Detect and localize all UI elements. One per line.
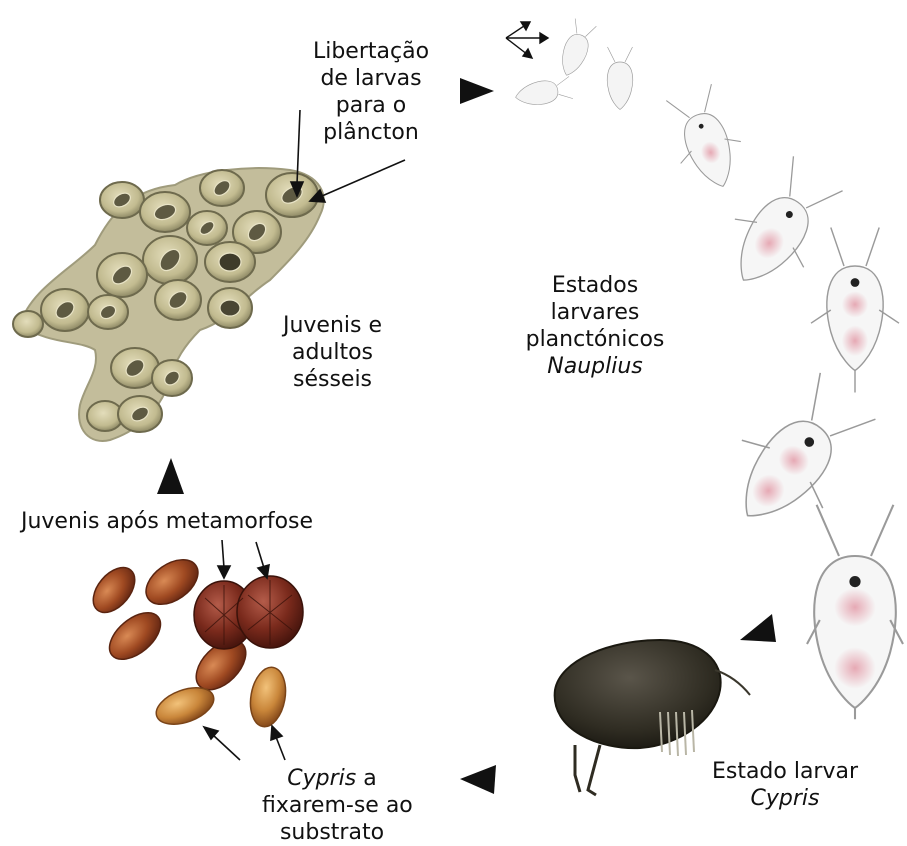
label-juveniles-text: Juvenis após metamorfose	[21, 509, 313, 534]
label-release-line1: Libertação	[306, 38, 436, 65]
label-adults-line3: sésseis	[275, 366, 390, 393]
label-cypris-settle-suffix: a	[356, 766, 376, 791]
nauplius-larva	[607, 47, 633, 110]
label-release-line2: de larvas	[306, 65, 436, 92]
nauplius-larva	[707, 362, 888, 549]
nauplius-larva	[514, 76, 573, 108]
cycle-arrow-to-cypris	[740, 614, 776, 642]
nauplius-larva	[807, 505, 903, 719]
label-nauplius-line3: planctónicos	[510, 326, 680, 353]
nauplius-larva	[659, 81, 753, 197]
cypris-settling	[101, 604, 169, 669]
nauplius-larva	[556, 18, 597, 79]
nauplius-larva	[811, 228, 899, 393]
label-adults: Juvenis e adultos sésseis	[275, 312, 390, 393]
label-adults-line1: Juvenis e	[275, 312, 390, 339]
label-nauplius-line1: Estados	[510, 272, 680, 299]
cycle-arrow-to-adult	[157, 458, 184, 494]
label-cypris-stage-line2: Cypris	[751, 786, 820, 811]
release-burst-arrows	[506, 22, 548, 58]
label-release: Libertação de larvas para o plâncton	[306, 38, 436, 146]
label-nauplius-line4: Nauplius	[547, 354, 642, 379]
label-cypris-settle-line2: fixarem-se ao	[262, 792, 402, 819]
label-cypris-stage: Estado larvar Cypris	[700, 758, 870, 812]
label-cypris-stage-line1: Estado larvar	[700, 758, 870, 785]
arrow-cypris-1	[213, 735, 240, 760]
cycle-arrow-to-settle	[460, 765, 496, 794]
cypris-settling	[85, 560, 143, 620]
barnacle-cluster	[13, 168, 324, 441]
label-nauplius-line2: larvares	[510, 299, 680, 326]
arrow-release-2	[322, 160, 405, 196]
label-cypris-settle-line3: substrato	[262, 819, 402, 846]
cypris-settling	[246, 665, 290, 730]
label-release-line4: plâncton	[306, 119, 436, 146]
cycle-arrow-to-plankton	[460, 78, 494, 104]
arrow-juvenile-2	[256, 542, 264, 568]
label-juveniles: Juvenis após metamorfose	[12, 508, 322, 535]
arrow-cypris-2	[276, 737, 285, 760]
arrow-juvenile-1	[222, 540, 224, 568]
label-cypris-settle-italic: Cypris	[287, 766, 356, 791]
label-release-line3: para o	[306, 92, 436, 119]
label-cypris-settle: Cypris a fixarem-se ao substrato	[262, 765, 402, 846]
label-nauplius: Estados larvares planctónicos Nauplius	[510, 272, 680, 380]
label-adults-line2: adultos	[275, 339, 390, 366]
settling-cypris-group	[85, 551, 303, 732]
